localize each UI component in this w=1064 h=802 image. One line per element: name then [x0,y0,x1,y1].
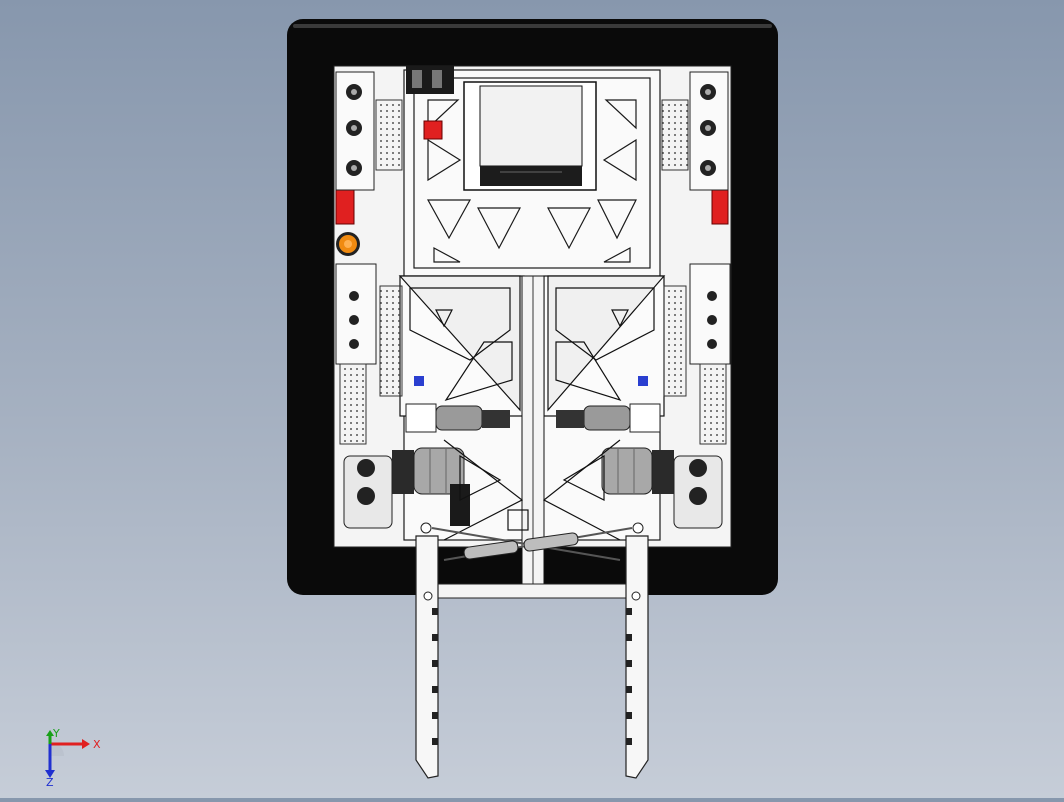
right-wheel [673,455,723,529]
y-axis-label: Y [52,728,60,740]
right-upper-pulleys [661,71,729,191]
left-gearbox [398,275,525,417]
left-chain-assembly [335,263,403,445]
frame-highlight [293,24,772,28]
left-lower-motor [392,447,470,526]
right-chain-assembly [663,263,731,445]
left-upper-pulleys [335,71,403,191]
right-fork-arm [625,535,649,779]
orange-button [336,232,360,256]
fork-crossbar [429,583,637,599]
left-wheel [343,455,393,529]
lower-x-brace [443,439,621,541]
left-blue-marker [414,376,424,386]
right-upper-motor [556,403,661,433]
x-axis-label: X [93,738,101,751]
z-axis-label: Z [46,776,54,788]
right-blue-marker [638,376,648,386]
right-gearbox [543,275,666,417]
left-upper-motor [405,403,510,433]
control-module [463,81,597,191]
pneumatic-cylinders [420,522,644,561]
axis-triad: X Y Z [45,728,101,788]
right-lower-motor [601,447,674,495]
top-connector [406,66,454,94]
red-switch [423,120,443,140]
left-fork-arm [415,535,439,779]
